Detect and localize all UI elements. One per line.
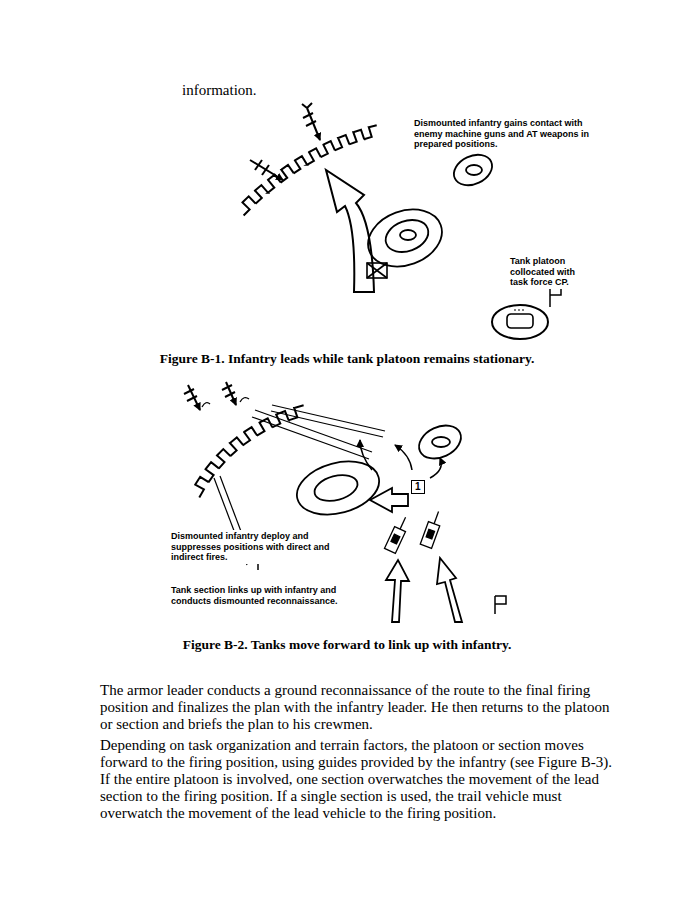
trench: [195, 405, 303, 497]
movement-arrow: [386, 558, 462, 622]
tank-symbol: [384, 509, 444, 553]
command-post-flag: [550, 287, 561, 307]
terrain-contour: [492, 305, 548, 339]
command-post-flag: [495, 596, 506, 614]
infantry-symbol: [367, 263, 387, 278]
enemy-weapon: [184, 382, 249, 410]
callout-number: 1: [415, 481, 421, 492]
terrain-contour: [360, 149, 497, 277]
figure-caption: Figure B-2. Tanks move forward to link u…: [97, 637, 597, 653]
body-text: Depending on task organization and terra…: [100, 737, 615, 822]
enemy-weapon: [250, 103, 320, 180]
annotation: Dismounted infantry deploy and suppresse…: [170, 530, 347, 564]
callout-box: 1: [411, 480, 425, 494]
body-text: information.: [182, 82, 382, 99]
body-text: The armor leader conducts a ground recon…: [100, 682, 615, 733]
movement-arrow: [370, 488, 408, 512]
terrain-contour: [291, 419, 466, 523]
figure-caption: Figure B-1. Infantry leads while tank pl…: [97, 351, 597, 367]
annotation: Dismounted infantry gains contact with e…: [413, 117, 600, 151]
annotation: Tank section links up with infantry and …: [170, 584, 347, 607]
annotation: Tank platoon collocated with task force …: [509, 255, 596, 289]
tank-platoon-symbol: [507, 310, 533, 328]
